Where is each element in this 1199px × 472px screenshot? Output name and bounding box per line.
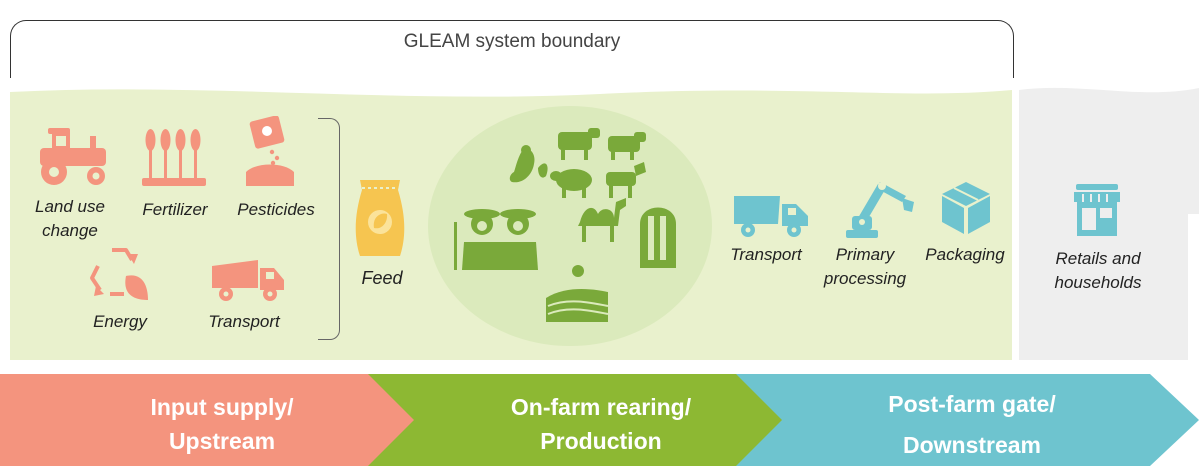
primary-processing-label: Primary processing	[823, 245, 907, 288]
tractor-icon	[40, 128, 106, 185]
camel-icon	[578, 198, 626, 242]
land-use-change-label: Land use change	[35, 197, 105, 240]
stage-downstream-line2: Downstream	[902, 432, 1042, 458]
stage-upstream-line1: Input supply/	[150, 394, 294, 420]
stage-production: On-farm rearing/ Production	[470, 390, 732, 458]
recycle-leaf-icon	[90, 248, 148, 300]
robot-arm-icon	[846, 182, 914, 238]
stage-upstream-line2: Upstream	[168, 428, 276, 454]
silo-icon	[640, 207, 676, 268]
downstream-truck-icon	[734, 196, 808, 237]
retails-households-label: Retails and households	[1054, 249, 1142, 292]
energy-label: Energy	[93, 312, 147, 331]
rooster-icon	[509, 145, 548, 183]
stage-downstream: Post-farm gate/ Downstream	[850, 384, 1094, 466]
stage-upstream: Input supply/ Upstream	[120, 390, 324, 458]
packaging-label: Packaging	[925, 245, 1005, 264]
system-boundary-bracket	[10, 20, 1014, 78]
stage-arrows	[0, 374, 1199, 466]
store-icon	[1074, 184, 1120, 236]
wheat-icon	[142, 129, 206, 186]
feed-bag-icon	[355, 180, 405, 256]
stage-downstream-line1: Post-farm gate/	[888, 391, 1056, 417]
stage-arrow-salmon	[0, 374, 414, 466]
cow-icon	[558, 128, 600, 160]
farmers-icon	[454, 209, 538, 270]
stage-arrow-teal	[734, 374, 1199, 466]
package-box-icon	[942, 182, 990, 234]
upstream-truck-icon	[212, 260, 284, 301]
system-boundary-label: GLEAM system boundary	[403, 31, 621, 52]
cow-icon	[608, 132, 646, 160]
sheep-icon	[550, 169, 592, 198]
goat-icon	[606, 162, 646, 198]
pesticide-icon	[246, 116, 294, 186]
stage-arrow-green	[366, 374, 782, 466]
upstream-transport-label: Transport	[208, 312, 280, 331]
sun-fields-icon	[546, 265, 608, 322]
fertilizer-label: Fertilizer	[142, 200, 208, 219]
feed-label: Feed	[361, 268, 403, 288]
stage-production-line1: On-farm rearing/	[510, 394, 692, 420]
farm-icons-group	[454, 128, 676, 322]
downstream-transport-label: Transport	[730, 245, 802, 264]
stage-production-line2: Production	[540, 428, 662, 454]
pesticides-label: Pesticides	[237, 200, 315, 219]
upstream-group-bracket	[318, 118, 340, 340]
